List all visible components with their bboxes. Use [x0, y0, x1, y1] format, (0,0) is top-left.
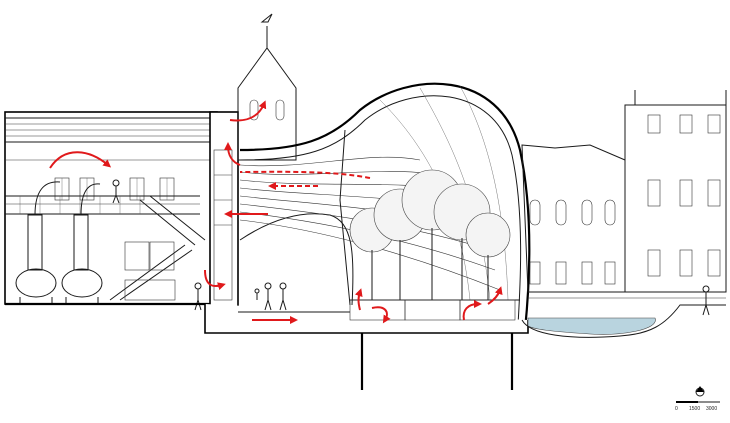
airflow-arrow-distillery — [49, 151, 112, 169]
airflow-arrow-floor-mid — [371, 306, 391, 324]
people-glasshouse — [254, 282, 287, 311]
airflow-arrow-floor-right — [462, 300, 482, 321]
basement-outline — [204, 304, 529, 334]
scale-label-0: 0 — [675, 406, 678, 412]
airflow-arrow-floor-left — [354, 288, 363, 311]
scale-bar: 0 1500 3000 — [675, 386, 720, 412]
inner-arch — [239, 213, 354, 306]
airflow-arrow-ground — [204, 269, 226, 290]
link-building — [209, 111, 239, 313]
neighbour-buildings — [521, 90, 727, 299]
distillery-building — [4, 111, 218, 311]
staircase — [109, 195, 206, 301]
distillery-outline — [4, 111, 218, 305]
airflow-arrow-tower — [229, 100, 267, 122]
river-water — [527, 317, 656, 335]
scale-label-3000: 3000 — [706, 406, 717, 412]
planted-trees — [349, 169, 511, 300]
bell-tower — [237, 13, 297, 161]
neighbour-windows — [529, 114, 721, 285]
airflow-arrows — [49, 100, 503, 324]
north-arrow-icon — [696, 386, 704, 392]
ground-and-basement — [5, 299, 529, 390]
copper-stills — [15, 181, 103, 303]
people-distillery — [112, 179, 202, 311]
river — [521, 285, 726, 338]
airflow-arrow-edge — [487, 286, 503, 305]
airflow-arrow-upper-vent — [224, 142, 241, 166]
glasshouse — [239, 82, 531, 331]
scale-label-1500: 1500 — [689, 406, 700, 412]
glasshouse-seam — [339, 129, 351, 306]
glasshouse-outer-shell — [239, 82, 531, 331]
lower-floor-windows — [124, 241, 176, 301]
